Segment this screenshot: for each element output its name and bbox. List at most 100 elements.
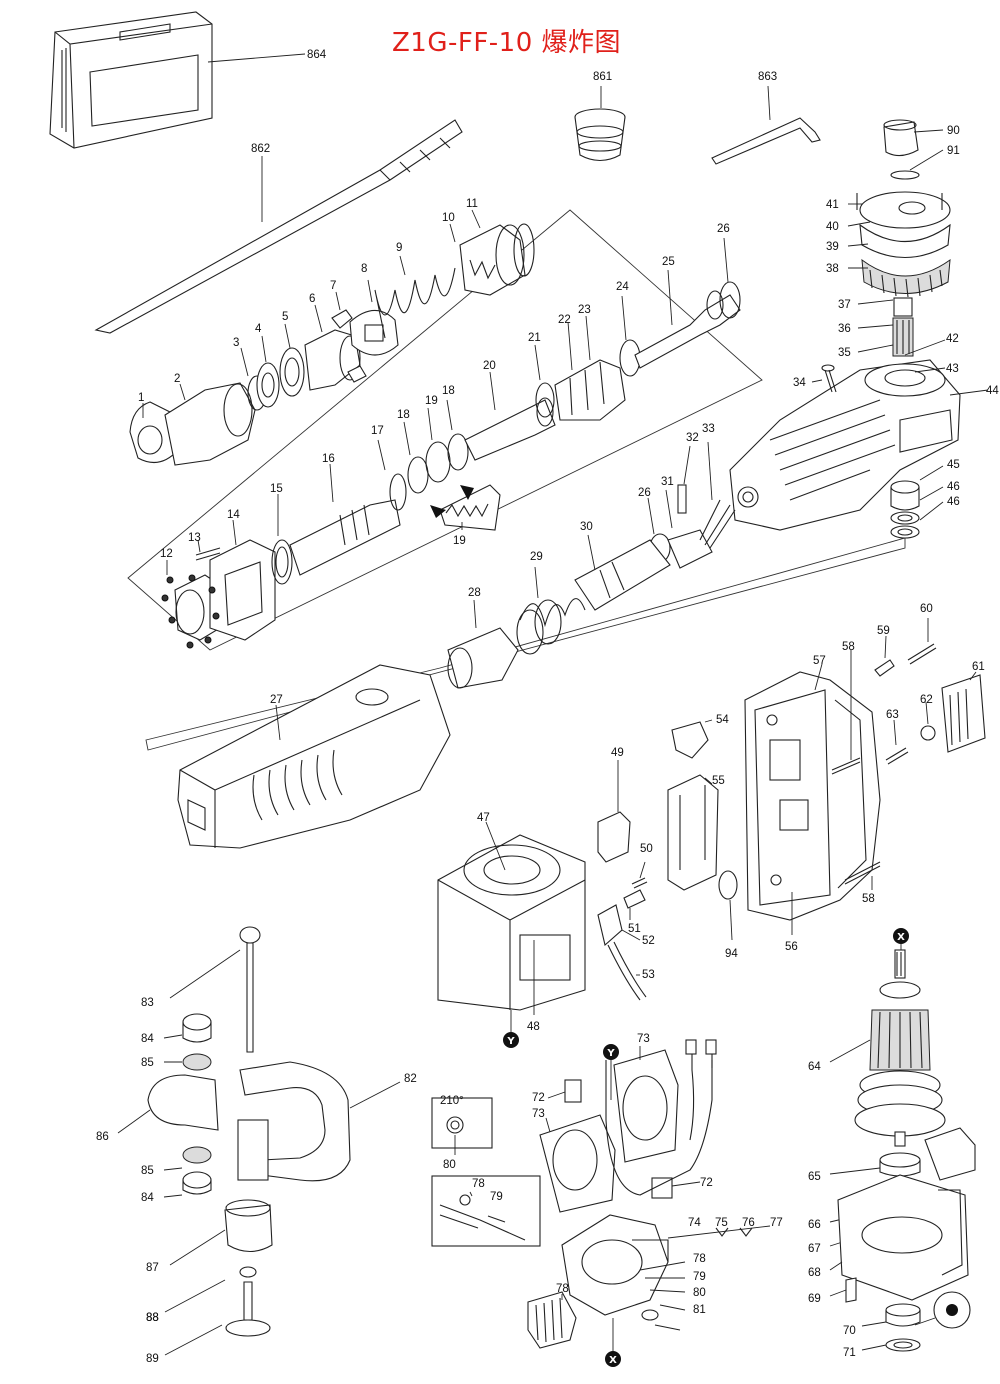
part-label-81: 81 <box>693 1304 706 1316</box>
switch-parts <box>597 719 793 1001</box>
part-label-90: 90 <box>947 125 960 137</box>
part-label-65: 65 <box>808 1171 821 1183</box>
part-label-59: 59 <box>877 625 890 637</box>
cylinder-parts <box>177 441 736 849</box>
part-label-27: 27 <box>270 694 283 706</box>
part-label-70: 70 <box>843 1325 856 1337</box>
part-label-37: 37 <box>838 299 851 311</box>
part-label-62: 62 <box>920 694 933 706</box>
part-label-30: 30 <box>580 521 593 533</box>
part-label-24: 24 <box>616 281 629 293</box>
part-label-26: 26 <box>638 487 651 499</box>
part-label-73: 73 <box>532 1108 545 1120</box>
part-label-91: 91 <box>947 145 960 157</box>
part-label-58: 58 <box>862 893 875 905</box>
part-label-2: 2 <box>174 373 180 385</box>
part-label-48: 48 <box>527 1021 540 1033</box>
part-label-94: 94 <box>725 948 738 960</box>
marker-y-housing: Y <box>506 1036 515 1047</box>
part-label-9: 9 <box>396 242 402 254</box>
part-label-82: 82 <box>404 1073 417 1085</box>
part-label-40: 40 <box>826 221 839 233</box>
gear-assembly <box>847 119 951 357</box>
part-label-18: 18 <box>397 409 410 421</box>
part-label-14: 14 <box>227 509 240 521</box>
part-label-41: 41 <box>826 199 839 211</box>
part-label-45: 45 <box>947 459 960 471</box>
part-label-19: 19 <box>453 535 466 547</box>
part-label-77: 77 <box>770 1217 783 1229</box>
part-label-864: 864 <box>307 49 327 61</box>
part-label-6: 6 <box>309 293 315 305</box>
part-label-20: 20 <box>483 360 496 372</box>
part-label-56: 56 <box>785 941 798 953</box>
part-label-55: 55 <box>712 775 725 787</box>
part-label-78: 78 <box>472 1178 485 1190</box>
part-44-crank-housing <box>729 339 989 531</box>
part-label-78: 78 <box>693 1253 706 1265</box>
part-label-26: 26 <box>717 223 730 235</box>
part-label-51: 51 <box>628 923 641 935</box>
part-label-39: 39 <box>826 241 839 253</box>
part-label-5: 5 <box>282 311 288 323</box>
part-label-89: 89 <box>146 1353 159 1365</box>
part-label-21: 21 <box>528 332 541 344</box>
part-label-72: 72 <box>532 1092 545 1104</box>
part-label-60: 60 <box>920 603 933 615</box>
part-label-8: 8 <box>361 263 367 275</box>
reference-markers: X Y Y X <box>503 928 909 1367</box>
part-label-69: 69 <box>808 1293 821 1305</box>
part-label-10: 10 <box>442 212 455 224</box>
part-label-861: 861 <box>593 71 612 83</box>
part-label-71: 71 <box>843 1347 856 1359</box>
part-label-34: 34 <box>793 377 806 389</box>
part-47-48-motor-housing <box>437 821 586 1015</box>
part-label-35: 35 <box>838 347 851 359</box>
handle-parts <box>744 618 986 921</box>
part-label-76: 76 <box>742 1217 755 1229</box>
side-handle-parts <box>117 926 401 1356</box>
part-label-88: 88 <box>146 1312 159 1324</box>
part-label-63: 63 <box>886 709 899 721</box>
part-label-31: 31 <box>661 476 674 488</box>
part-label-53: 53 <box>642 969 655 981</box>
part-label-68: 68 <box>808 1267 821 1279</box>
part-label-18: 18 <box>442 385 455 397</box>
part-label-87: 87 <box>146 1262 159 1274</box>
part-label-28: 28 <box>468 587 481 599</box>
part-label-75: 75 <box>715 1217 728 1229</box>
part-label-84: 84 <box>141 1033 154 1045</box>
part-label-64: 64 <box>808 1061 821 1073</box>
stator-brush-parts <box>431 1039 771 1349</box>
part-label-88: 88 <box>146 1312 159 1324</box>
part-label-85: 85 <box>141 1165 154 1177</box>
armature-parts <box>829 949 976 1352</box>
part-label-25: 25 <box>662 256 675 268</box>
part-label-57: 57 <box>813 655 826 667</box>
part-label-44: 44 <box>986 385 999 397</box>
part-label-84: 84 <box>141 1192 154 1204</box>
part-label-23: 23 <box>578 304 591 316</box>
part-label-22: 22 <box>558 314 571 326</box>
part-label-43: 43 <box>946 363 959 375</box>
part-label-49: 49 <box>611 747 624 759</box>
part-label-72: 72 <box>700 1177 713 1189</box>
part-label-16: 16 <box>322 453 335 465</box>
part-label-862: 862 <box>251 143 270 155</box>
part-label-86: 86 <box>96 1131 109 1143</box>
part-label-863: 863 <box>758 71 777 83</box>
part-label-19: 19 <box>425 395 438 407</box>
part-label-38: 38 <box>826 263 839 275</box>
part-label-4: 4 <box>255 323 262 335</box>
part-label-54: 54 <box>716 714 729 726</box>
part-label-73: 73 <box>637 1033 650 1045</box>
part-label-74: 74 <box>688 1217 701 1229</box>
part-label-32: 32 <box>686 432 699 444</box>
marker-x-bottom: X <box>609 1355 617 1366</box>
part-label-80: 80 <box>443 1159 456 1171</box>
part-label-80: 80 <box>693 1287 706 1299</box>
part-label-67: 67 <box>808 1243 821 1255</box>
part-label-36: 36 <box>838 323 851 335</box>
